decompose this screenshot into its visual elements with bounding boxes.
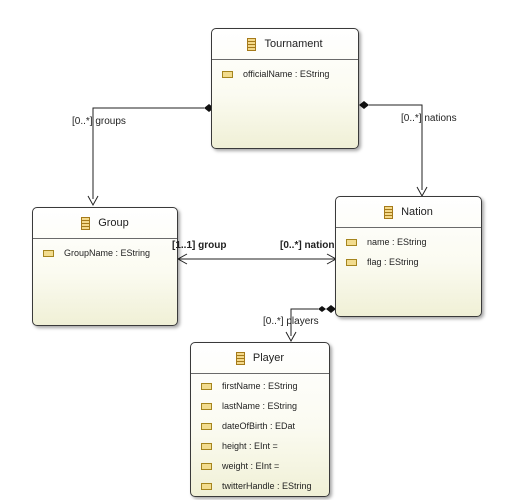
class-player[interactable]: Player firstName : EString lastName : ES… [190, 342, 330, 497]
label-groups: [0..*] groups [72, 116, 126, 127]
attribute-row[interactable]: weight : EInt = [191, 456, 329, 476]
eclass-icon [384, 205, 394, 219]
composition-diamond [359, 101, 369, 109]
eattribute-icon [201, 442, 212, 450]
attribute-label: lastName : EString [222, 401, 298, 411]
attribute-label: dateOfBirth : EDat [222, 421, 296, 431]
attribute-label: name : EString [367, 237, 427, 247]
class-name: Player [252, 352, 285, 364]
eclass-icon [235, 351, 245, 365]
eclass-icon [81, 216, 91, 230]
attribute-row[interactable]: height : EInt = [191, 436, 329, 456]
attribute-row[interactable]: GroupName : EString [33, 243, 177, 263]
attribute-row[interactable]: flag : EString [336, 252, 481, 272]
eattribute-icon [201, 422, 212, 430]
association-group-nation[interactable] [176, 253, 338, 265]
eattribute-icon [201, 462, 212, 470]
eattribute-icon [222, 70, 233, 78]
class-nation[interactable]: Nation name : EString flag : EString [335, 196, 482, 317]
attribute-list: name : EString flag : EString [336, 228, 481, 272]
class-tournament[interactable]: Tournament officialName : EString [211, 28, 359, 149]
association-nations[interactable] [359, 101, 428, 198]
attribute-list: GroupName : EString [33, 239, 177, 263]
class-name: Group [98, 217, 129, 229]
association-players[interactable] [285, 305, 336, 343]
label-group-end: [1..1] group [172, 240, 227, 251]
eclass-icon [247, 37, 257, 51]
class-header: Nation [336, 197, 481, 228]
label-nation-end: [0..*] nation [280, 240, 335, 251]
label-nations: [0..*] nations [401, 113, 457, 124]
attribute-row[interactable]: name : EString [336, 232, 481, 252]
attribute-row[interactable]: twitterHandle : EString [191, 476, 329, 496]
eattribute-icon [201, 482, 212, 490]
attribute-label: flag : EString [367, 257, 419, 267]
class-header: Player [191, 343, 329, 374]
attribute-label: GroupName : EString [64, 248, 151, 258]
attribute-label: height : EInt = [222, 441, 278, 451]
eattribute-icon [43, 249, 54, 257]
class-header: Tournament [212, 29, 358, 60]
class-name: Nation [401, 206, 433, 218]
attribute-row[interactable]: lastName : EString [191, 396, 329, 416]
attribute-row[interactable]: officialName : EString [212, 64, 358, 84]
composition-diamond [326, 305, 336, 313]
attribute-row[interactable]: firstName : EString [191, 376, 329, 396]
attribute-label: weight : EInt = [222, 461, 280, 471]
class-name: Tournament [264, 38, 323, 50]
eattribute-icon [346, 258, 357, 266]
attribute-list: officialName : EString [212, 60, 358, 84]
eattribute-icon [201, 402, 212, 410]
class-header: Group [33, 208, 177, 239]
attribute-label: twitterHandle : EString [222, 481, 312, 491]
attribute-label: officialName : EString [243, 69, 330, 79]
class-group[interactable]: Group GroupName : EString [32, 207, 178, 326]
attribute-label: firstName : EString [222, 381, 298, 391]
label-players: [0..*] players [263, 316, 319, 327]
attribute-row[interactable]: dateOfBirth : EDat [191, 416, 329, 436]
eattribute-icon [346, 238, 357, 246]
attribute-list: firstName : EString lastName : EString d… [191, 374, 329, 496]
eattribute-icon [201, 382, 212, 390]
